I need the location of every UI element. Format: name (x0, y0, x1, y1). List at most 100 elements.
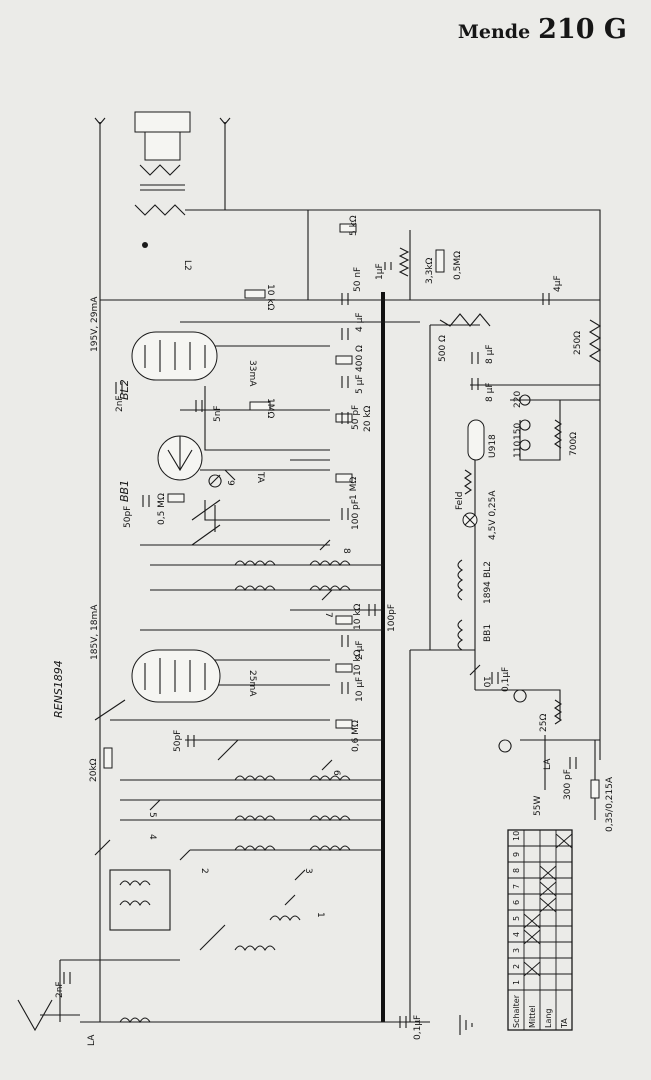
rf-wires (120, 779, 383, 851)
if-coil-3 (234, 585, 276, 592)
label-c-5n: 5nF (213, 405, 223, 422)
rf-coil-6 (309, 845, 351, 852)
label-fuse: 0,35/0,215A (605, 776, 615, 832)
tube-rens1894-label: RENS1894 (52, 660, 65, 718)
label-r-10k-c: 10 kΩ (353, 649, 363, 676)
antenna-wires (40, 959, 180, 1023)
label-s2: 2 (199, 868, 209, 874)
label-c-10u: 10 µF (355, 677, 365, 702)
label-c-50n: 50 nF (353, 267, 363, 292)
resistor-1M-b (335, 473, 353, 483)
rf-coil-1 (234, 775, 276, 782)
label-1894: 1894 (483, 581, 493, 604)
if-coil-4 (309, 585, 351, 592)
label-c-1u: 1µF (375, 263, 385, 280)
antenna-coil (234, 945, 276, 952)
switch-table-position-5: 5 (512, 916, 521, 921)
ground-symbol (459, 1015, 473, 1035)
detector-wires (140, 459, 330, 546)
output-transformer (134, 164, 186, 216)
label-s8: 8 (341, 548, 351, 554)
label-55w: 55W (533, 796, 543, 816)
tube-bl2-label: BL2 (118, 379, 131, 400)
resistor-500 (439, 313, 491, 327)
switch-table-position-2: 2 (512, 964, 521, 969)
speaker-magnet (144, 131, 181, 161)
label-c-300p: 300 pF (563, 769, 573, 800)
label-r-20k: 20 kΩ (363, 405, 373, 432)
field-coil (464, 469, 472, 495)
label-r-500: 500 Ω (438, 335, 448, 362)
switch-table-position-6: 6 (512, 900, 521, 905)
left-rail (99, 122, 430, 1023)
tube-bl2 (131, 331, 218, 381)
label-c-2u: 2 µF (355, 641, 365, 661)
title-model: 210 G (538, 14, 627, 45)
capacitor-50p-a (341, 412, 349, 424)
switch-table-marks (523, 833, 573, 977)
title-block: Mende 210 G (458, 14, 627, 45)
label-s9: 9 (225, 480, 235, 486)
output-rail (185, 122, 601, 760)
capacitor-0-1u-a (491, 672, 499, 684)
oscillator-coil (269, 915, 301, 922)
switch-table-position-4: 4 (512, 932, 521, 937)
resistor-0-5M-b (167, 493, 185, 503)
capacitor-8u-b (471, 378, 479, 390)
label-s10: 10 (481, 676, 491, 688)
label-s5: 5 (147, 812, 157, 818)
label-c-50p-a: 50 pF (351, 405, 361, 430)
capacitor-1u (384, 262, 392, 270)
label-c-5u: 5 µF (355, 375, 365, 395)
input-tube-wires (110, 659, 383, 741)
resistors (103, 223, 602, 799)
capacitor-50p-c (187, 735, 195, 747)
label-c-8u-a: 8 µF (485, 345, 495, 365)
label-c-100p-a: 100 pF (351, 499, 361, 530)
speaker-cone (134, 111, 191, 133)
capacitor-50n (341, 293, 349, 305)
rf-coil-5 (234, 845, 276, 852)
label-r-06M: 0,6 MΩ (351, 720, 361, 752)
label-c-50p-b: 50pF (123, 506, 133, 528)
if-wires (140, 564, 383, 631)
label-s4: 4 (147, 834, 157, 840)
label-r-10k: 10 kΩ (265, 284, 275, 311)
label-c-4u-top: 4µF (553, 275, 563, 292)
wave-switches (149, 474, 481, 906)
ta-jack (208, 469, 236, 488)
potentiometer-3-3k (398, 247, 410, 277)
label-c-50p-c: 50pF (173, 730, 183, 752)
label-r-20k-b: 20kΩ (89, 758, 99, 782)
label-r-1M-b: 1 MΩ (349, 477, 359, 500)
label-c-4u-left: 4 µF (355, 313, 365, 333)
coils (109, 559, 464, 1024)
resistor-10k-c (335, 663, 353, 673)
resistor-0-6M (335, 719, 353, 729)
resistor-250 (588, 319, 602, 363)
label-u918: U918 (488, 434, 498, 458)
switch-table-position-3: 3 (512, 948, 521, 953)
capacitor-0-1u-b (399, 1016, 407, 1028)
tube-rens1894 (131, 649, 221, 703)
label-bl2-fil: BL2 (483, 561, 493, 578)
label-ta: TA (255, 471, 265, 484)
tube-rens1894-current: 25mA (247, 670, 257, 697)
label-l2: L2 (182, 260, 192, 271)
variable-capacitor-detector (191, 499, 221, 546)
label-r-05M-top: 0,5MΩ (453, 251, 463, 280)
label-bb1-fil: BB1 (483, 624, 493, 642)
power-supply-wires (429, 324, 600, 650)
label-r-5k: 5 kΩ (349, 215, 359, 236)
speaker-jacks (94, 117, 231, 125)
label-s7: 7 (323, 612, 333, 618)
switch-table-position-8: 8 (512, 868, 521, 873)
mains-plugs (498, 689, 527, 753)
tube-rens1894-envelope (131, 649, 221, 703)
label-c-01u-a: 0,1µF (501, 667, 511, 692)
top-risers (307, 210, 411, 300)
label-r-400: 400 Ω (355, 345, 365, 372)
label-r-05M-b: 0,5 MΩ (157, 493, 167, 525)
